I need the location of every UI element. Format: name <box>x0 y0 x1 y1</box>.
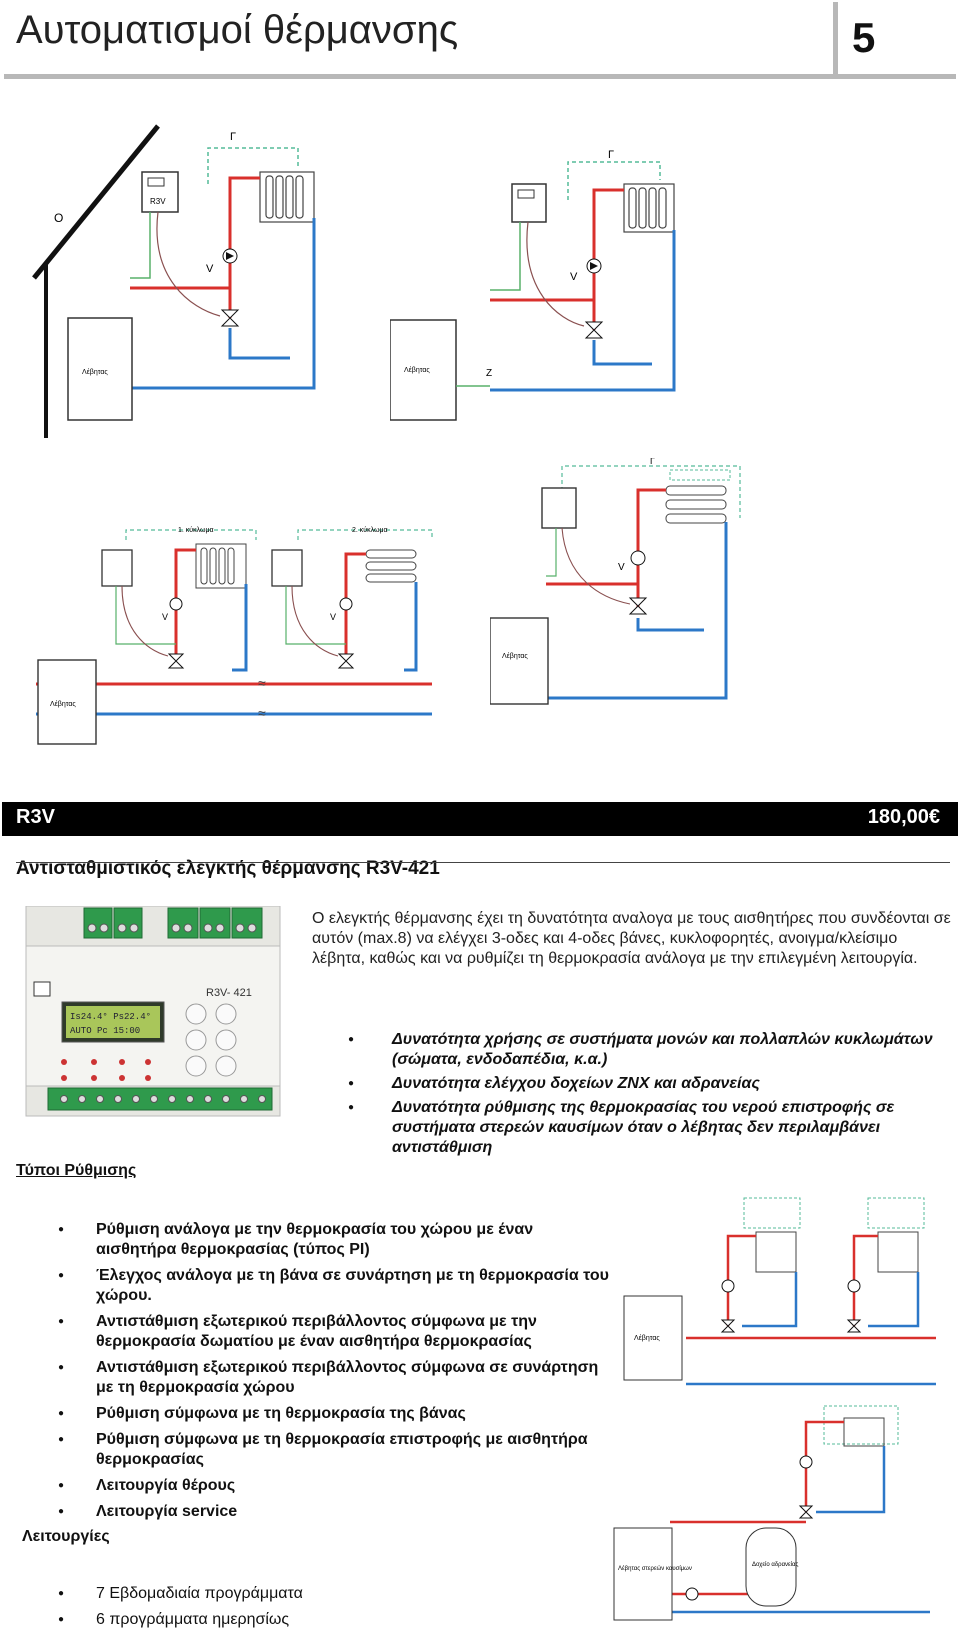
header-separator <box>833 2 838 76</box>
device-photo: R3V- 421 Is24.4° Ps22.4° AUTO Pc 15:00 <box>25 906 281 1117</box>
svg-text:Λέβητας στερεών καυσίμων: Λέβητας στερεών καυσίμων <box>618 1565 692 1572</box>
product-title: Αντισταθμιστικός ελεγκτής θέρμανσης R3V-… <box>16 858 440 879</box>
svg-text:Λέβητας: Λέβητας <box>82 368 108 376</box>
list-item: Λειτουργία θέρους <box>56 1476 616 1496</box>
diagram-solar-system: Ο Γ R3V V Λέβητας <box>32 124 316 438</box>
svg-text:V: V <box>570 271 578 283</box>
radiator-shape <box>259 171 315 223</box>
diagram-two-circuits-small: Λέβητας <box>623 1197 936 1386</box>
svg-text:Γ: Γ <box>230 131 236 143</box>
svg-text:V: V <box>162 612 168 622</box>
svg-text:Δοχείο αδρανείας: Δοχείο αδρανείας <box>752 1562 799 1568</box>
list-item: Δυνατότητα χρήσης σε συστήματα μονών και… <box>340 1030 940 1070</box>
list-item: Ρύθμιση σύμφωνα με τη θερμοκρασία της βά… <box>56 1404 616 1424</box>
svg-text:Γ: Γ <box>608 150 614 161</box>
list-item: 7 Εβδομαδιαία προγράμματα <box>56 1584 556 1604</box>
svg-text:Ζ: Ζ <box>486 368 492 379</box>
page-title: Αυτοματισμοί θέρμανσης <box>16 8 459 52</box>
product-description: Ο ελεγκτής θέρμανσης έχει τη δυνατότητα … <box>312 910 951 967</box>
list-item: Αντιστάθμιση εξωτερικού περιβάλλοντος σύ… <box>56 1312 616 1352</box>
feature-list: Δυνατότητα χρήσης σε συστήματα μονών και… <box>340 1030 940 1162</box>
svg-text:V: V <box>330 612 336 622</box>
svg-text:Is24.4° Ps22.4°: Is24.4° Ps22.4° <box>70 1012 151 1022</box>
svg-text:R3V: R3V <box>150 197 166 206</box>
valve-icon <box>220 309 240 327</box>
svg-text:1. κύκλωμα: 1. κύκλωμα <box>178 526 214 534</box>
list-item: Δυνατότητα ρύθμισης της θερμοκρασίας του… <box>340 1098 940 1158</box>
functions-list: 7 Εβδομαδιαία προγράμματα 6 προγράμματα … <box>56 1584 556 1636</box>
diagram-floor-heating: Γ V Λέβητας <box>490 458 741 705</box>
product-price: 180,00€ <box>867 806 940 828</box>
svg-text:Λέβητας: Λέβητας <box>502 652 528 660</box>
list-item: Ρύθμιση σύμφωνα με τη θερμοκρασία επιστρ… <box>56 1430 616 1470</box>
product-name: R3V <box>16 806 55 828</box>
svg-text:Λέβητας: Λέβητας <box>50 700 76 708</box>
list-item: Δυνατότητα ελέγχου δοχείων ΖΝΧ και αδραν… <box>340 1074 940 1094</box>
title-rule <box>16 862 950 863</box>
page-number: 5 <box>852 14 876 61</box>
svg-text:V: V <box>618 562 625 573</box>
list-item: 6 προγράμματα ημερησίως <box>56 1610 556 1630</box>
diagram-radiator-system: Γ V Λέβητας Ζ <box>390 150 676 421</box>
device-model-label: R3V- 421 <box>206 987 252 999</box>
boiler-box <box>67 317 133 421</box>
svg-text:2. κύκλωμα: 2. κύκλωμα <box>352 526 388 534</box>
label-o: Ο <box>54 211 63 225</box>
product-bar <box>2 802 958 836</box>
diagram-buffer-tank: Δοχείο αδρανείας Λέβητας στερεών καυσίμω… <box>613 1405 930 1621</box>
svg-text:≈: ≈ <box>258 705 266 721</box>
svg-text:≈: ≈ <box>258 675 266 691</box>
svg-text:Λέβητας: Λέβητας <box>634 1334 660 1342</box>
regulation-heading: Τύποι Ρύθμισης <box>16 1162 137 1179</box>
diagram-two-circuits: 1. κύκλωμα 2. κύκλωμα V V Λέβητας ≈ ≈ <box>36 526 433 745</box>
svg-text:Λέβητας: Λέβητας <box>404 366 430 374</box>
list-item: Αντιστάθμιση εξωτερικού περιβάλλοντος σύ… <box>56 1358 616 1398</box>
regulation-list: Ρύθμιση ανάλογα με την θερμοκρασία του χ… <box>56 1220 616 1528</box>
svg-text:AUTO Pc 15:00: AUTO Pc 15:00 <box>70 1026 140 1036</box>
list-item: Ρύθμιση ανάλογα με την θερμοκρασία του χ… <box>56 1220 616 1260</box>
svg-text:V: V <box>206 263 214 275</box>
list-item: Λειτουργία service <box>56 1502 616 1522</box>
list-item: Έλεγχος ανάλογα με τη βάνα σε συνάρτηση … <box>56 1266 616 1306</box>
functions-heading: Λειτουργίες <box>22 1528 110 1545</box>
header-rule <box>4 74 956 79</box>
svg-text:Γ: Γ <box>650 458 655 466</box>
